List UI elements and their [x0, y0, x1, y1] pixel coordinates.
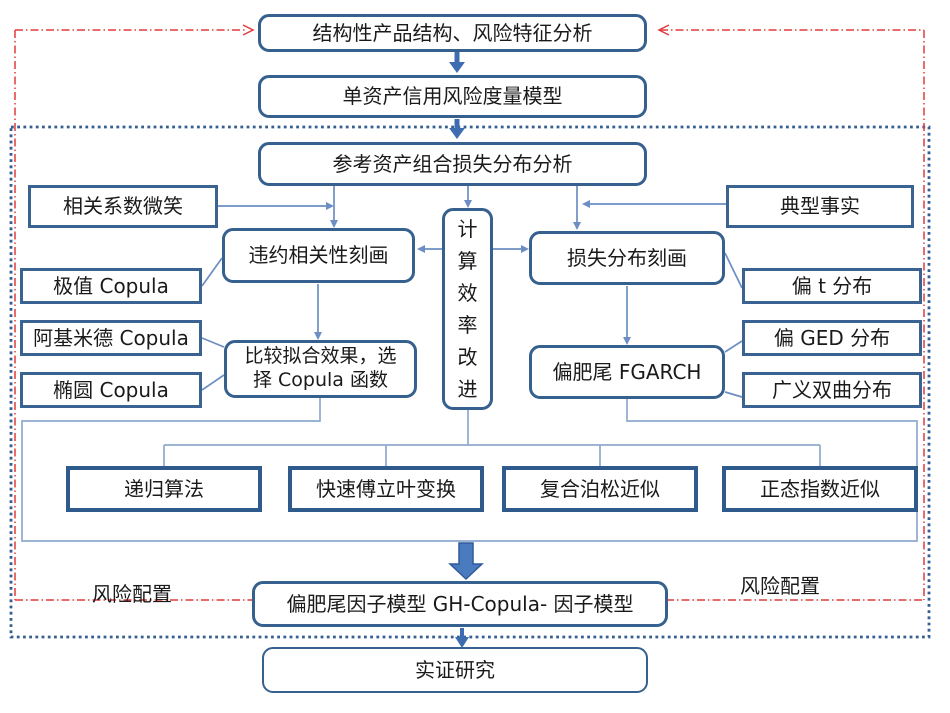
risk-allocation-label-right: 风险配置	[740, 574, 820, 598]
node-skew-t-dist: 偏 t 分布	[742, 268, 922, 304]
node-computational-efficiency: 计 算 效 率 改 进	[442, 208, 493, 410]
node-compound-poisson: 复合泊松近似	[502, 466, 698, 512]
node-elliptical-copula: 椭圆 Copula	[20, 372, 202, 408]
node-empirical-study: 实证研究	[262, 647, 648, 693]
node-extreme-copula: 极值 Copula	[20, 268, 202, 304]
algorithm-container-lines	[21, 398, 918, 542]
blue-dotted-frame	[9, 125, 931, 639]
node-portfolio-loss: 参考资产组合损失分布分析	[258, 142, 647, 186]
node-generalized-hyperbolic-dist: 广义双曲分布	[742, 372, 922, 408]
efficiency-char: 改	[457, 345, 478, 369]
node-skew-ged-dist: 偏 GED 分布	[742, 320, 922, 356]
node-stylized-facts: 典型事实	[726, 185, 914, 228]
efficiency-char: 计	[457, 217, 478, 241]
connector-arrows	[201, 186, 743, 398]
efficiency-char: 进	[457, 377, 478, 401]
node-loss-distribution: 损失分布刻画	[529, 231, 725, 285]
efficiency-char: 率	[457, 313, 478, 337]
node-corr-smile: 相关系数微笑	[28, 185, 218, 228]
node-fft: 快速傅立叶变换	[288, 466, 484, 512]
node-default-correlation: 违约相关性刻画	[222, 228, 415, 283]
red-arrowhead-right-icon	[242, 24, 255, 36]
thick-down-arrow-icon	[448, 542, 484, 581]
efficiency-char: 算	[457, 249, 478, 273]
main-flow-arrows	[449, 52, 469, 648]
node-normal-exponential: 正态指数近似	[722, 466, 918, 512]
risk-allocation-label-left: 风险配置	[92, 582, 172, 606]
efficiency-char: 效	[457, 281, 478, 305]
node-factor-model: 偏肥尾因子模型 GH-Copula- 因子模型	[252, 581, 668, 627]
red-arrowhead-left-icon	[657, 24, 670, 36]
node-archimedean-copula: 阿基米德 Copula	[20, 320, 202, 356]
node-fgarch: 偏肥尾 FGARCH	[529, 345, 725, 399]
node-compare-copula: 比较拟合效果，选择 Copula 函数	[224, 340, 417, 398]
node-single-asset-model: 单资产信用风险度量模型	[258, 75, 647, 118]
node-structure-analysis: 结构性产品结构、风险特征分析	[258, 14, 647, 52]
node-recursive-algorithm: 递归算法	[66, 466, 262, 512]
